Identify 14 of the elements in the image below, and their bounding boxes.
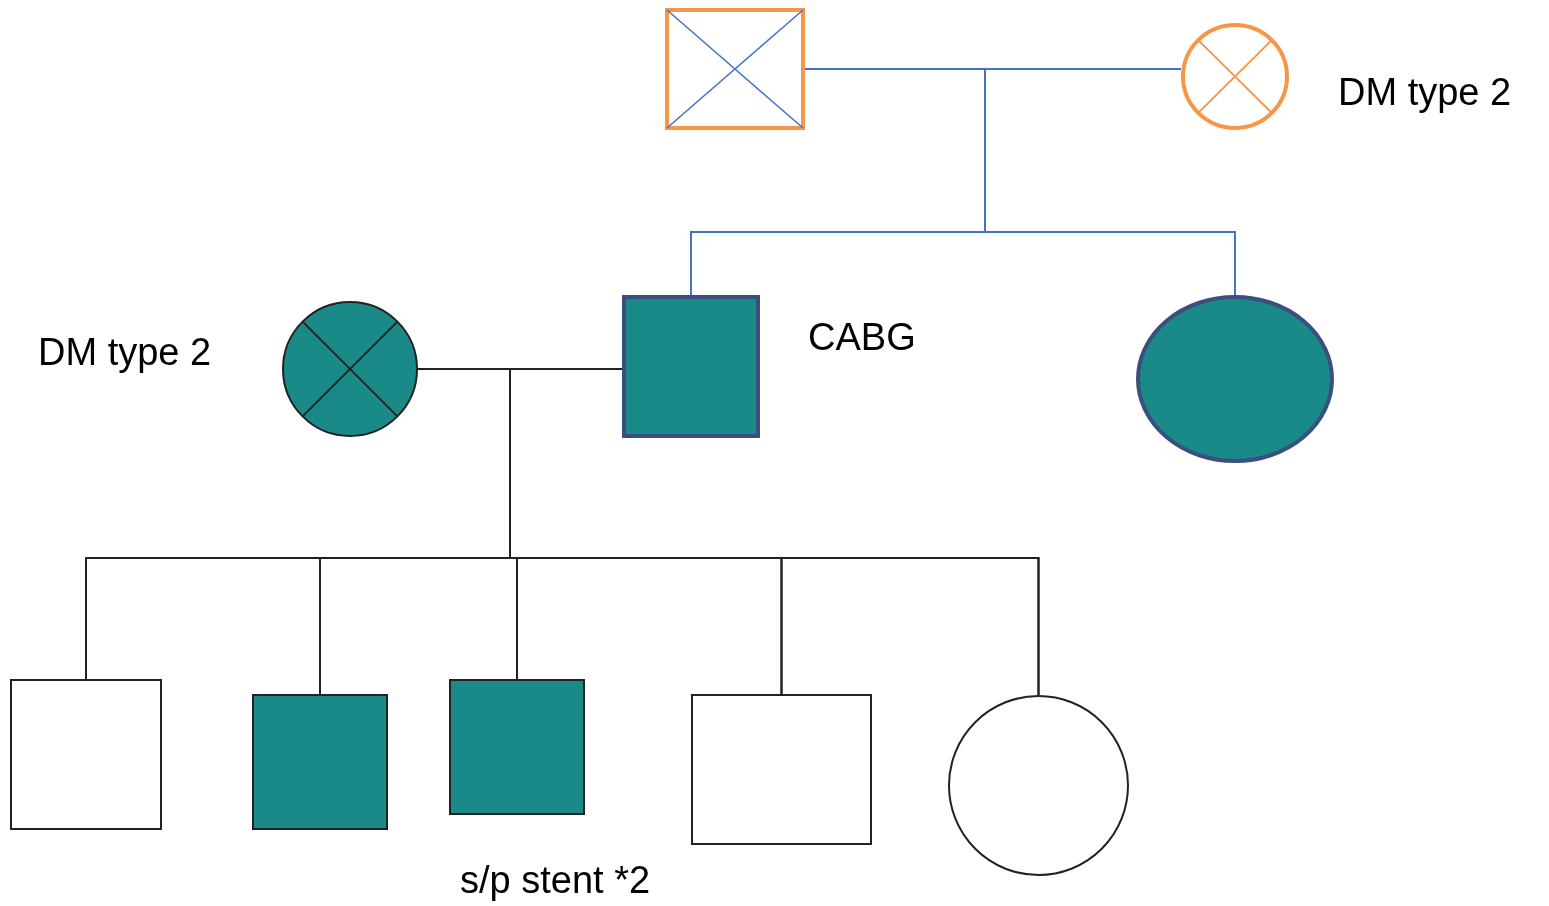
male-symbol [691, 694, 872, 845]
deceased-male-symbol [665, 8, 805, 130]
annotation-text: DM type 2 [38, 330, 212, 374]
annotation-text: CABG [808, 315, 916, 359]
affected-deceased-female-symbol [282, 301, 418, 437]
affected-male-symbol [449, 679, 585, 815]
annotation-text: DM type 2 [1338, 70, 1512, 114]
affected-female-symbol [1136, 295, 1334, 463]
female-symbol [948, 695, 1129, 876]
annotation-text: s/p stent *2 [460, 858, 651, 902]
deceased-female-symbol [1181, 23, 1289, 130]
affected-male-symbol [252, 694, 388, 830]
affected-male-symbol [622, 295, 760, 438]
male-symbol [10, 679, 162, 830]
